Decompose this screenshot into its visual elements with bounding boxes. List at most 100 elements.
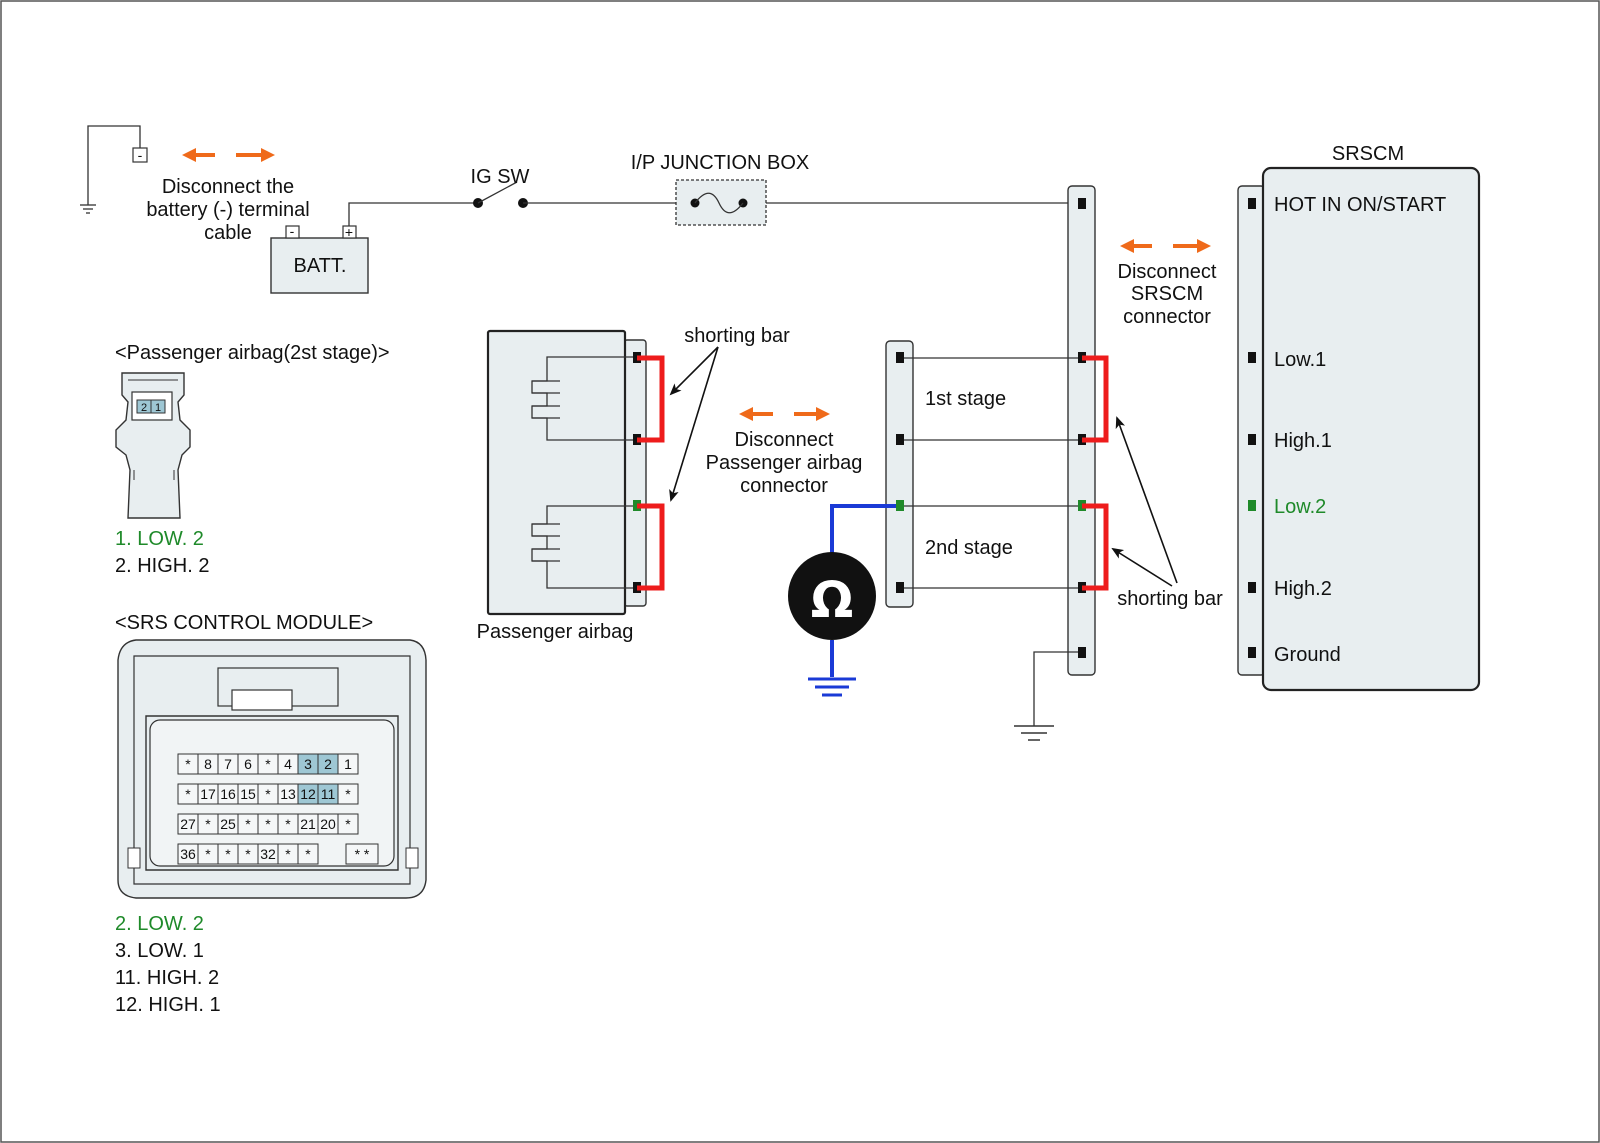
srs-pin-label: * xyxy=(265,786,271,802)
srscm-pin-low2: Low.2 xyxy=(1274,496,1326,518)
passenger-connector-face: 2 1 xyxy=(115,372,191,519)
srs-pin-label: 13 xyxy=(280,786,296,802)
srs-pin-label: 16 xyxy=(220,786,236,802)
ohmmeter: Ω xyxy=(788,504,896,697)
srs-pin-label: * xyxy=(205,846,211,862)
srs-pin-label: * xyxy=(305,846,311,862)
shorting-bar-top-arrow-2 xyxy=(669,346,719,502)
srs-pin-label: 1 xyxy=(344,756,352,772)
srs-pin-label: * xyxy=(205,816,211,832)
srs-pin-label: 25 xyxy=(220,816,236,832)
srs-legend-4: 12. HIGH. 1 xyxy=(115,994,221,1016)
srscm-box xyxy=(1261,166,1481,692)
battery-box xyxy=(270,237,369,294)
srs-legend-2: 3. LOW. 1 xyxy=(115,940,204,962)
srs-pin-label: 7 xyxy=(224,756,232,772)
supply-wire xyxy=(348,181,1080,226)
srs-pin-label: 21 xyxy=(300,816,316,832)
srs-pin-label: 27 xyxy=(180,816,196,832)
srs-pin-label: 20 xyxy=(320,816,336,832)
disconnect-battery-line1: Disconnect the xyxy=(162,176,294,198)
battery-neg-label: - xyxy=(290,223,295,239)
passenger-pin-2: 2 xyxy=(141,402,147,414)
middle-connector-pins xyxy=(896,352,904,593)
srs-pin-label: * xyxy=(185,786,191,802)
srs-pin-label: * xyxy=(185,756,191,772)
srs-pin-label: 17 xyxy=(200,786,216,802)
disconnect-srscm-arrows xyxy=(1120,239,1211,253)
srs-pin-label: 15 xyxy=(240,786,256,802)
middle-to-srscm-wires xyxy=(904,357,1078,589)
ohm-symbol: Ω xyxy=(811,571,854,629)
srscm-pin-high1: High.1 xyxy=(1274,430,1332,452)
srs-pin-cell xyxy=(297,843,319,865)
battery-neg-post xyxy=(285,225,300,239)
airbag-shorting-bar-1 xyxy=(637,355,665,443)
srscm-pin-ground: Ground xyxy=(1274,644,1341,666)
srs-pin-cell xyxy=(345,843,379,865)
airbag-shorting-bar-2 xyxy=(637,503,665,591)
passenger-pin-1: 1 xyxy=(155,402,161,414)
srs-pin-label: 11 xyxy=(321,786,336,802)
shorting-bar-top-arrow-1 xyxy=(669,346,719,396)
disconnect-srscm-line2: SRSCM xyxy=(1131,283,1203,305)
passenger-legend-2: 2. HIGH. 2 xyxy=(115,555,209,577)
passenger-airbag-body xyxy=(486,329,627,616)
disconnect-srscm-line1: Disconnect xyxy=(1118,261,1217,283)
srs-pin-label: * xyxy=(345,816,351,832)
srs-pin-label: * xyxy=(285,816,291,832)
srscm-pin-hot-in: HOT IN ON/START xyxy=(1274,194,1446,216)
disconnect-srscm-line3: connector xyxy=(1123,306,1211,328)
battery-cable-terminal xyxy=(132,147,148,163)
battery-cable-neg-label: - xyxy=(138,147,143,163)
srscm-body-connector xyxy=(1237,185,1266,676)
srscm-ground xyxy=(1014,651,1078,741)
ip-junction-box-label: I/P JUNCTION BOX xyxy=(631,152,810,174)
srs-pin-label: * xyxy=(245,816,251,832)
srs-pin-label: * xyxy=(285,846,291,862)
disconnect-airbag-line3: connector xyxy=(740,475,828,497)
srscm-title: SRSCM xyxy=(1332,143,1404,165)
srs-pin-label: * xyxy=(245,846,251,862)
srscm-pin-high2: High.2 xyxy=(1274,578,1332,600)
disconnect-battery-line2: battery (-) terminal xyxy=(146,199,309,221)
battery-ground-section: - Disconnect the battery (-) terminal ca… xyxy=(80,125,369,294)
srs-pin-label: * * xyxy=(355,846,370,862)
passenger-airbag-assembly xyxy=(486,329,665,616)
ig-sw-label: IG SW xyxy=(471,166,530,188)
passenger-connector-title: <Passenger airbag(2st stage)> xyxy=(115,342,390,364)
disconnect-airbag-line2: Passenger airbag xyxy=(706,452,863,474)
fuse-icon xyxy=(694,192,744,214)
shorting-bar-right-arrow-1 xyxy=(1115,416,1178,584)
srscm-shorting-bar-1 xyxy=(1082,355,1109,443)
disconnect-airbag-line1: Disconnect xyxy=(735,429,834,451)
shorting-bar-right-label: shorting bar xyxy=(1117,588,1223,610)
srscm-body-pins xyxy=(1248,198,1256,658)
srs-pin-label: * xyxy=(345,786,351,802)
ip-junction-box xyxy=(675,179,767,226)
srs-pin-label: 8 xyxy=(204,756,212,772)
srs-pin-label: 2 xyxy=(324,756,332,772)
disconnect-battery-line3: cable xyxy=(204,222,252,244)
srs-pin-label: 36 xyxy=(180,846,196,862)
srs-legend-3: 11. HIGH. 2 xyxy=(115,967,219,989)
stage2-label: 2nd stage xyxy=(925,537,1013,559)
srs-pin-label: 4 xyxy=(284,756,292,772)
shorting-bar-right-arrow-2 xyxy=(1111,547,1173,587)
disconnect-battery-arrows xyxy=(182,148,275,162)
passenger-airbag-label: Passenger airbag xyxy=(477,621,634,643)
srs-pin-cell xyxy=(337,783,359,805)
srs-pin-cell xyxy=(337,813,359,835)
srs-pin-label: * xyxy=(265,816,271,832)
srscm-shorting-bar-2 xyxy=(1082,503,1109,591)
battery-pos-label: + xyxy=(345,224,353,240)
srs-pin-cell xyxy=(337,753,359,775)
srs-pin-label: 3 xyxy=(304,756,312,772)
srs-module-title: <SRS CONTROL MODULE> xyxy=(115,612,373,634)
stage1-label: 1st stage xyxy=(925,388,1006,410)
disconnect-airbag-arrows xyxy=(739,407,830,421)
middle-connector xyxy=(885,340,914,608)
srs-pin-label: * xyxy=(225,846,231,862)
